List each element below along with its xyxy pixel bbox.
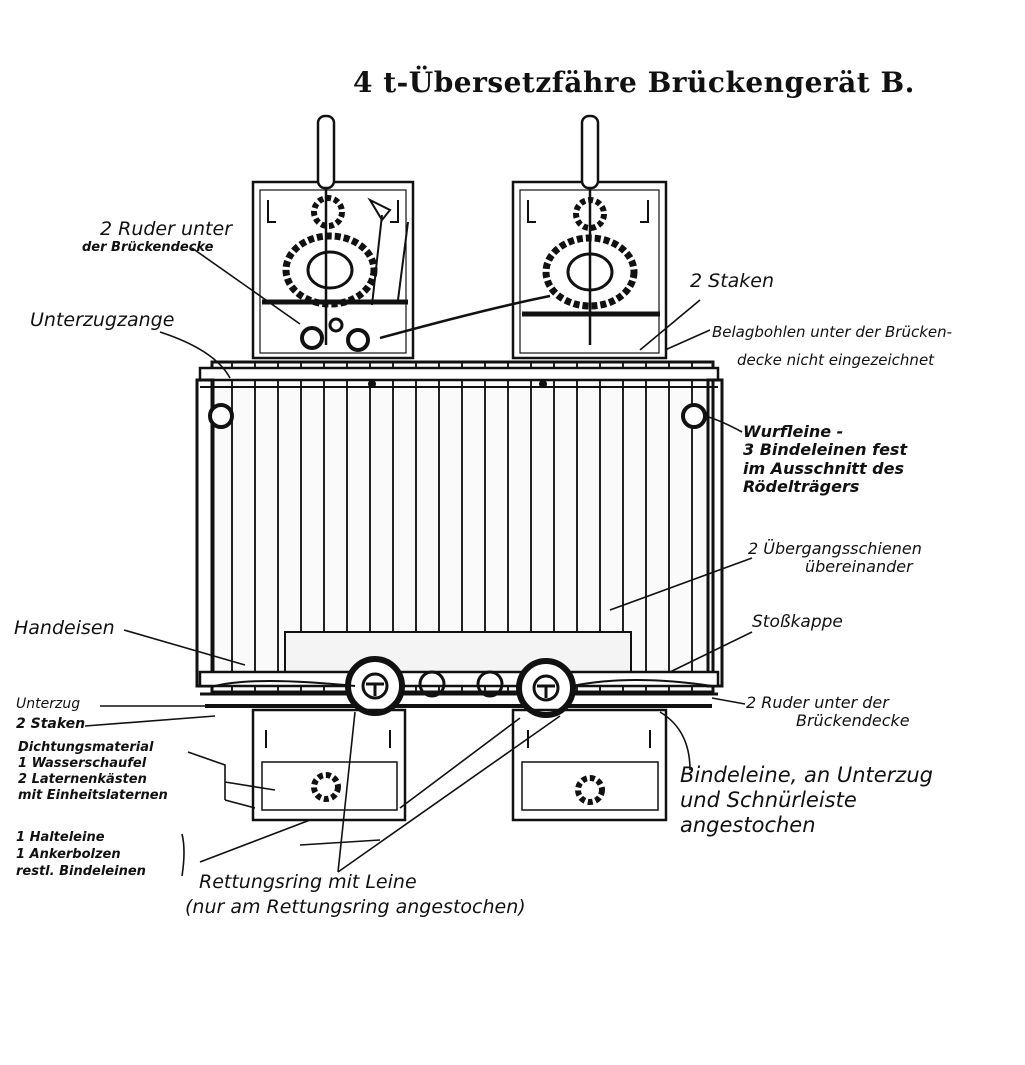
label-line: der Brückendecke bbox=[82, 239, 214, 255]
small-coils bbox=[214, 670, 713, 698]
page-title: 4 t-Übersetzfähre Brückengerät B. bbox=[353, 66, 915, 99]
label-line: 2 Laternenkästen bbox=[18, 771, 147, 787]
label-line: 3 Bindeleinen fest bbox=[743, 440, 908, 460]
label-line: 2 Übergangsschienen bbox=[748, 539, 922, 558]
label-dichtung: Dichtungsmaterial 1 Wasserschaufel 2 Lat… bbox=[18, 740, 168, 803]
label-line: 2 Ruder unter bbox=[100, 218, 233, 240]
label-line: restl. Bindeleinen bbox=[16, 863, 146, 879]
label-line: Brückendecke bbox=[796, 711, 910, 731]
label-line: 1 Ankerbolzen bbox=[16, 846, 121, 862]
label-bindeleine: Bindeleine, an Unterzug und Schnürleiste… bbox=[680, 763, 933, 839]
label-line: Dichtungsmaterial bbox=[18, 740, 154, 755]
top-fittings bbox=[262, 197, 660, 352]
bridge-deck bbox=[195, 360, 724, 708]
label-line: im Ausschnitt des bbox=[743, 458, 904, 478]
label-line: decke nicht eingezeichnet bbox=[737, 351, 935, 369]
label-rettungsring: Rettungsring mit Leine (nur am Rettungsr… bbox=[185, 870, 526, 919]
label-ruder-oben: 2 Ruder unter der Brückendecke bbox=[82, 218, 233, 256]
rope-coil-right bbox=[542, 197, 638, 310]
life-ring-left bbox=[345, 656, 405, 716]
label-line: 1 Halteleine bbox=[16, 830, 105, 845]
label-line: Bindeleine, an Unterzug bbox=[680, 763, 933, 787]
label-unterzug: Unterzug bbox=[16, 696, 81, 712]
pontoon-left-bottom bbox=[251, 708, 407, 822]
label-line: angestochen bbox=[680, 813, 816, 838]
label-line: 1 Wasserschaufel bbox=[18, 755, 147, 771]
label-line: und Schnürleiste bbox=[680, 788, 857, 813]
label-stosskappe: Stoßkappe bbox=[752, 612, 843, 632]
label-belagbohlen: Belagbohlen unter der Brücken- decke nic… bbox=[712, 318, 952, 374]
label-line: übereinander bbox=[805, 557, 913, 577]
label-line: (nur am Rettungsring angestochen) bbox=[185, 895, 526, 918]
label-staken-oben: 2 Staken bbox=[690, 270, 775, 292]
label-line: mit Einheitslaternen bbox=[18, 787, 168, 803]
rope-coil-left bbox=[282, 195, 378, 308]
label-line: Wurfleine - bbox=[743, 422, 844, 441]
label-line: 2 Ruder unter der bbox=[746, 693, 889, 712]
label-unterzugzange: Unterzugzange bbox=[30, 309, 175, 331]
label-halteleine: 1 Halteleine 1 Ankerbolzen restl. Bindel… bbox=[16, 830, 146, 881]
label-line: Rödelträgers bbox=[743, 477, 860, 497]
label-ruder-unten: 2 Ruder unter der Brückendecke bbox=[746, 693, 910, 731]
leader-lines bbox=[84, 247, 753, 877]
life-ring-right bbox=[516, 658, 576, 718]
oar-right bbox=[580, 114, 600, 345]
label-uebergangsschienen: 2 Übergangsschienen übereinander bbox=[748, 539, 922, 577]
oar-left bbox=[316, 114, 336, 345]
label-line: Belagbohlen unter der Brücken- bbox=[712, 323, 953, 341]
label-line: Rettungsring mit Leine bbox=[199, 871, 417, 893]
pontoon-right-bottom bbox=[511, 708, 668, 822]
label-staken-unten: 2 Staken bbox=[16, 716, 86, 732]
label-handeisen: Handeisen bbox=[14, 617, 115, 639]
label-wurfleine: Wurfleine - 3 Bindeleinen fest im Aussch… bbox=[743, 422, 908, 497]
